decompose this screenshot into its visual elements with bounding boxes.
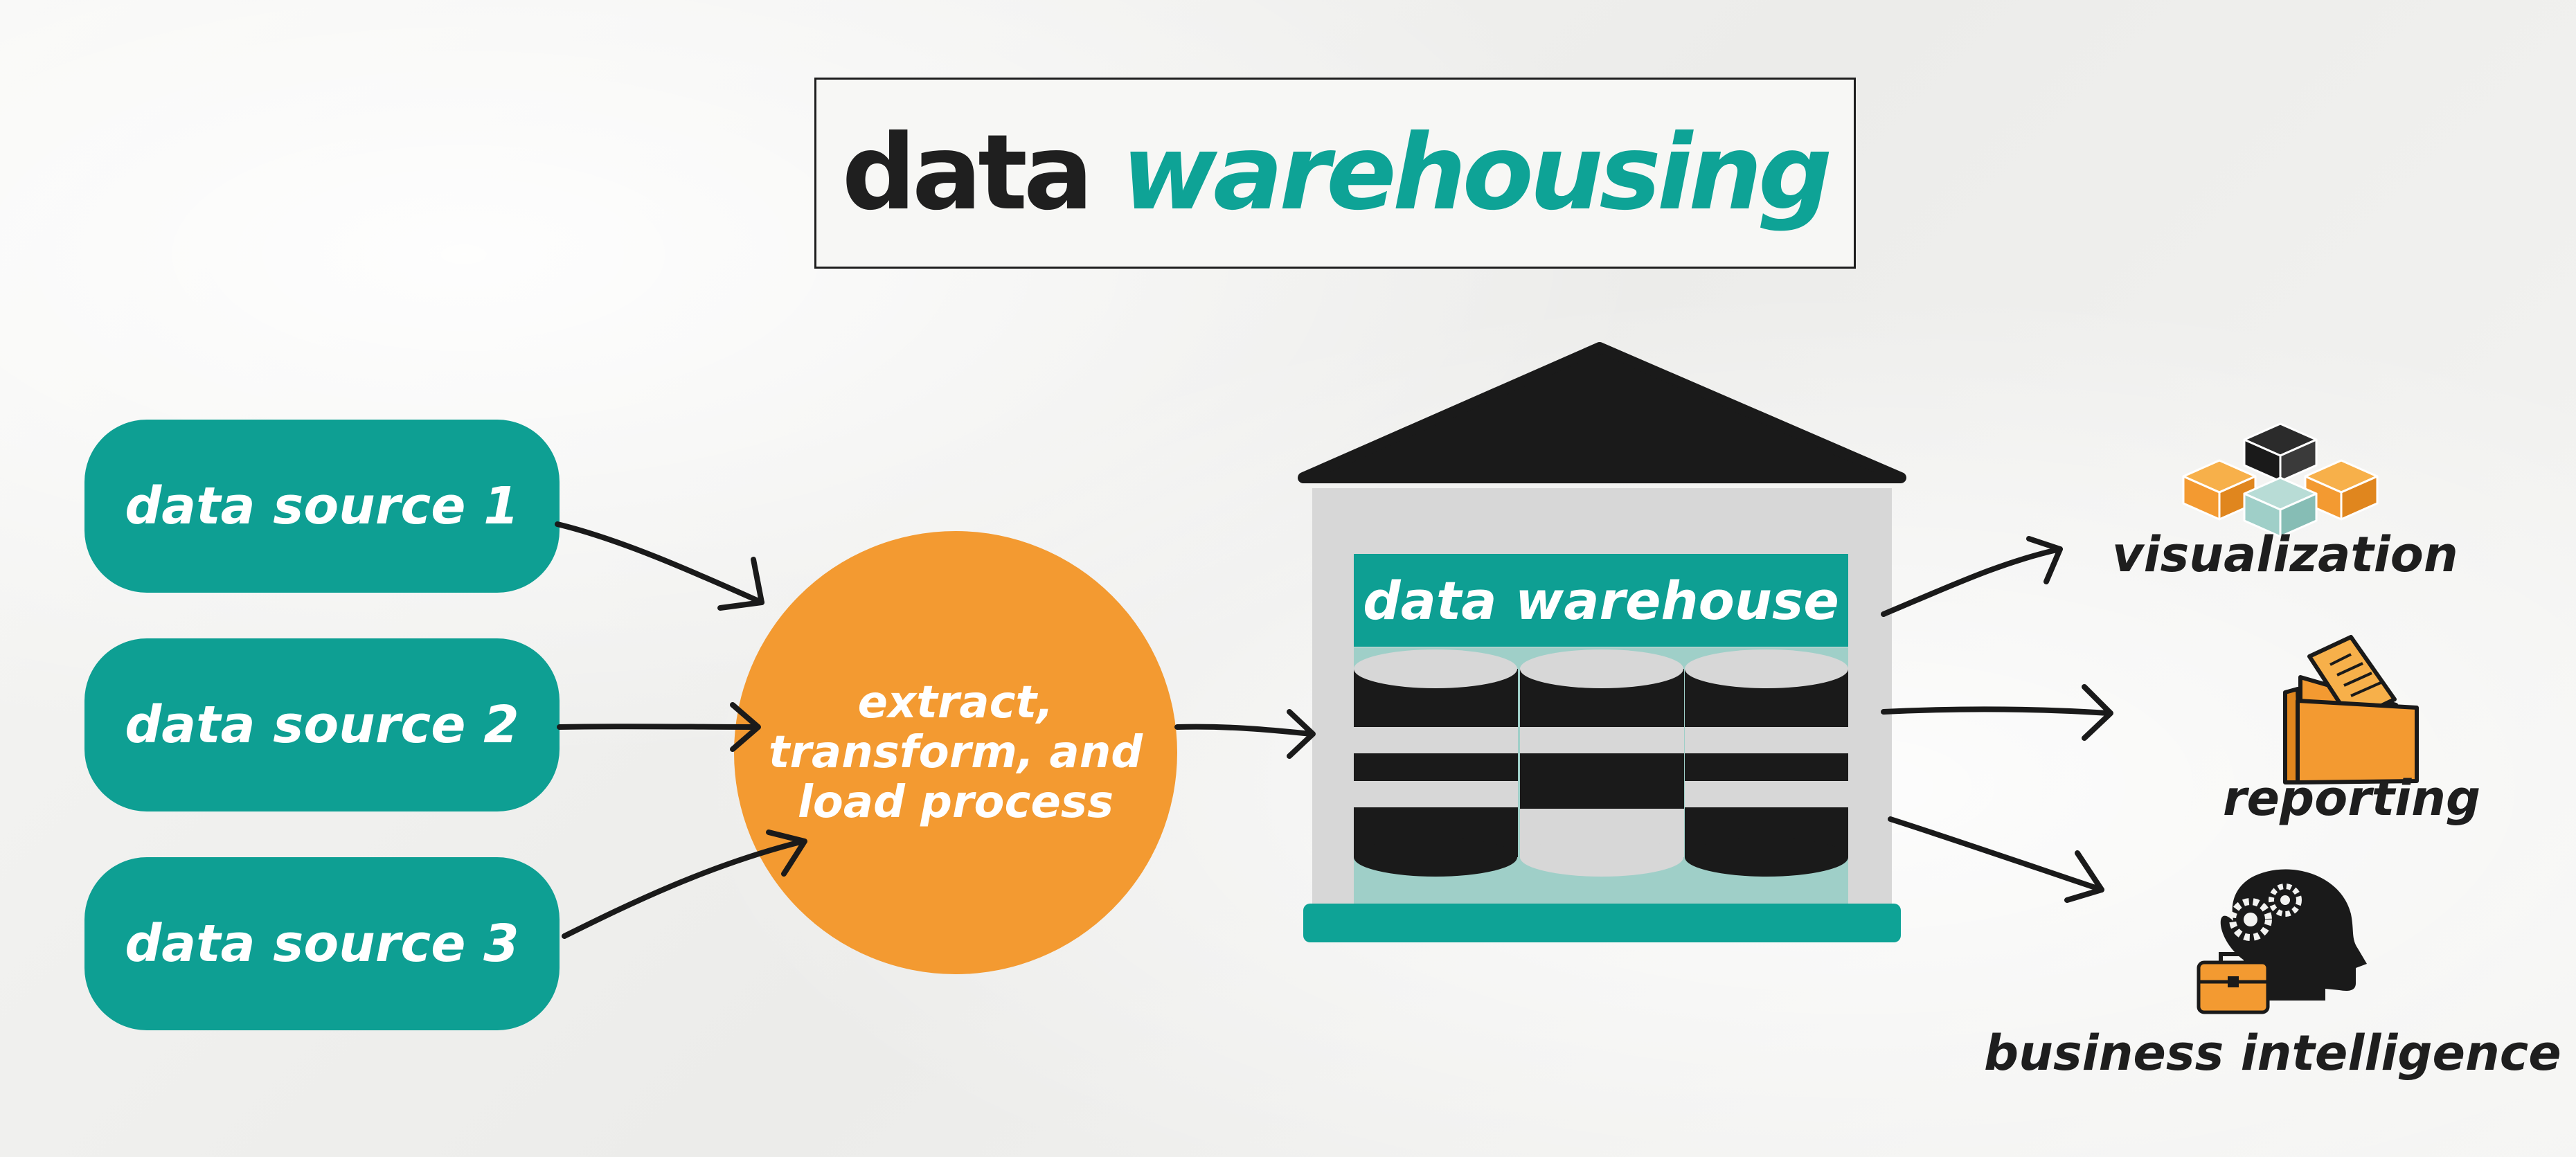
data-source-2-label: data source 2	[125, 695, 519, 755]
warehouse-label-panel	[1354, 554, 1848, 647]
folder-documents-icon	[2283, 635, 2419, 784]
data-source-1-label: data source 1	[125, 476, 519, 536]
output-label-visualization: visualization	[2112, 526, 2458, 583]
data-source-3-label: data source 3	[125, 914, 519, 974]
title-part-data: data	[841, 113, 1094, 233]
output-label-business-intelligence: business intelligence	[1984, 1025, 2561, 1082]
database-icon-1	[1354, 649, 1518, 877]
arrow-warehouse-to-visualization	[1881, 536, 2063, 617]
etl-process-circle: extract, transform, and load process	[734, 531, 1177, 974]
data-source-3-box: data source 3	[84, 857, 560, 1030]
title-part-warehousing: warehousing	[1121, 113, 1832, 233]
arrow-source2-to-etl	[557, 702, 761, 752]
warehouse-label: data warehouse	[1363, 569, 1839, 631]
page-title: data warehousing	[842, 121, 1833, 225]
data-source-1-box: data source 1	[84, 420, 560, 593]
database-icon-3	[1685, 649, 1848, 877]
warehouse-building-icon	[1298, 342, 1906, 942]
data-source-2-box: data source 2	[84, 638, 560, 811]
database-icon-2	[1520, 649, 1684, 877]
title-box: data warehousing	[814, 78, 1856, 269]
cubes-icon	[2182, 422, 2379, 538]
arrow-source3-to-etl	[562, 829, 807, 939]
warehouse-base	[1303, 904, 1901, 942]
warehouse-roof	[1298, 342, 1906, 483]
output-label-reporting: reporting	[2223, 770, 2481, 827]
arrow-warehouse-to-reporting	[1881, 684, 2113, 741]
etl-process-label: extract, transform, and load process	[768, 677, 1143, 828]
arrow-warehouse-to-bi	[1888, 816, 2104, 903]
arrow-source1-to-etl	[555, 521, 764, 611]
head-gears-briefcase-icon	[2197, 869, 2367, 1014]
arrow-etl-to-warehouse	[1174, 709, 1316, 759]
